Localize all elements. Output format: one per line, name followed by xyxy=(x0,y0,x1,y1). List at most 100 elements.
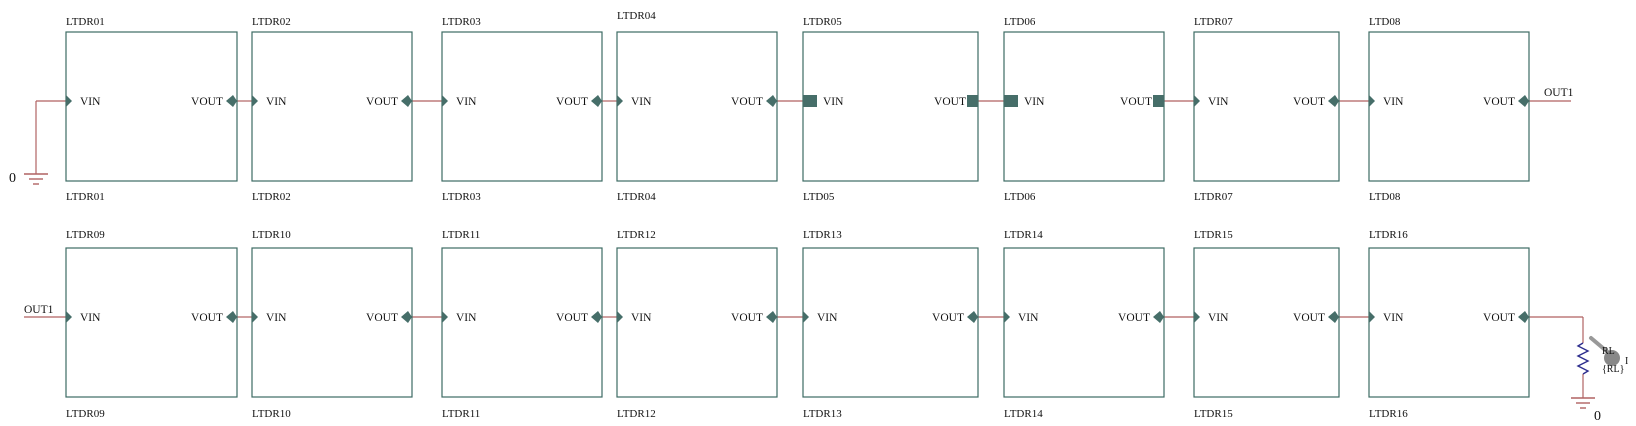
vout-label: VOUT xyxy=(934,96,966,108)
vout-pin-icon[interactable] xyxy=(766,95,777,107)
vout-pin-icon[interactable] xyxy=(591,95,602,107)
vout-pin-icon[interactable] xyxy=(967,95,978,107)
vout-pin-icon[interactable] xyxy=(226,311,237,323)
vin-pin-icon[interactable] xyxy=(1194,311,1200,323)
vin-pin-icon[interactable] xyxy=(617,311,623,323)
vout-pin-icon[interactable] xyxy=(1328,311,1339,323)
block-label-top: LTDR14 xyxy=(1004,229,1043,241)
block-label-top: LTDR11 xyxy=(442,229,480,241)
vout-pin-icon[interactable] xyxy=(401,311,412,323)
vout-label: VOUT xyxy=(932,312,964,324)
net-label-out1-row2: OUT1 xyxy=(24,304,54,316)
block-label-bottom: LTDR16 xyxy=(1369,408,1408,420)
block-label-bottom: LTDR01 xyxy=(66,191,105,203)
block-label-bottom: LTDR13 xyxy=(803,408,842,420)
vout-label: VOUT xyxy=(1120,96,1152,108)
vin-pin-icon[interactable] xyxy=(442,95,448,107)
block-label-top: LTDR09 xyxy=(66,229,105,241)
block-label-bottom: LTDR12 xyxy=(617,408,656,420)
resistor-value: {RL} xyxy=(1602,364,1624,375)
vin-pin-icon[interactable] xyxy=(1004,95,1018,107)
vout-pin-icon[interactable] xyxy=(1153,311,1164,323)
block-label-top: LTDR01 xyxy=(66,16,105,28)
vin-pin-icon[interactable] xyxy=(66,311,72,323)
vout-pin-icon[interactable] xyxy=(401,95,412,107)
block-label-top: LTDR10 xyxy=(252,229,291,241)
block-label-top: LTD08 xyxy=(1369,16,1401,28)
block-label-bottom: LTDR11 xyxy=(442,408,480,420)
vin-pin-icon[interactable] xyxy=(1369,311,1375,323)
block-label-bottom: LTDR10 xyxy=(252,408,291,420)
vin-label: VIN xyxy=(80,96,101,108)
vout-label: VOUT xyxy=(366,96,398,108)
vin-pin-icon[interactable] xyxy=(1369,95,1375,107)
vout-pin-icon[interactable] xyxy=(1153,95,1164,107)
vin-label: VIN xyxy=(817,312,838,324)
block-label-bottom: LTDR09 xyxy=(66,408,105,420)
vout-pin-icon[interactable] xyxy=(967,311,978,323)
vout-pin-icon[interactable] xyxy=(1328,95,1339,107)
vout-pin-icon[interactable] xyxy=(1518,95,1529,107)
block-label-bottom: LTDR15 xyxy=(1194,408,1233,420)
block-label-top: LTDR05 xyxy=(803,16,842,28)
vout-label: VOUT xyxy=(556,96,588,108)
net-label-out1-row1: OUT1 xyxy=(1544,87,1574,99)
block-label-bottom: LTD08 xyxy=(1369,191,1401,203)
vin-label: VIN xyxy=(1383,96,1404,108)
vout-label: VOUT xyxy=(731,96,763,108)
vout-label: VOUT xyxy=(191,96,223,108)
vin-pin-icon[interactable] xyxy=(442,311,448,323)
ground-label-left: 0 xyxy=(9,171,16,186)
vin-label: VIN xyxy=(266,96,287,108)
block-label-top: LTDR16 xyxy=(1369,229,1408,241)
vin-pin-icon[interactable] xyxy=(252,95,258,107)
current-probe-icon xyxy=(1589,336,1620,366)
vout-pin-icon[interactable] xyxy=(766,311,777,323)
vin-label: VIN xyxy=(1024,96,1045,108)
vout-pin-icon[interactable] xyxy=(591,311,602,323)
vout-label: VOUT xyxy=(731,312,763,324)
vout-pin-icon[interactable] xyxy=(1518,311,1529,323)
block-label-bottom: LTDR02 xyxy=(252,191,291,203)
vin-label: VIN xyxy=(1208,312,1229,324)
block-label-top: LTDR12 xyxy=(617,229,656,241)
block-label-bottom: LTD05 xyxy=(803,191,835,203)
ground-symbol-left xyxy=(24,166,48,185)
vin-label: VIN xyxy=(80,312,101,324)
vin-label: VIN xyxy=(631,96,652,108)
vout-label: VOUT xyxy=(366,312,398,324)
load-resistor xyxy=(1576,342,1590,375)
block-label-top: LTD06 xyxy=(1004,16,1036,28)
block-label-bottom: LTD06 xyxy=(1004,191,1036,203)
vin-label: VIN xyxy=(1018,312,1039,324)
vin-pin-icon[interactable] xyxy=(252,311,258,323)
vin-label: VIN xyxy=(1383,312,1404,324)
vout-pin-icon[interactable] xyxy=(226,95,237,107)
vin-label: VIN xyxy=(456,96,477,108)
vin-pin-icon[interactable] xyxy=(617,95,623,107)
block-label-top: LTDR13 xyxy=(803,229,842,241)
block-label-top: LTDR15 xyxy=(1194,229,1233,241)
block-label-bottom: LTDR14 xyxy=(1004,408,1043,420)
block-label-bottom: LTDR07 xyxy=(1194,191,1233,203)
vin-pin-icon[interactable] xyxy=(803,311,809,323)
vin-pin-icon[interactable] xyxy=(1004,311,1010,323)
ground-label-right: 0 xyxy=(1594,409,1601,424)
vin-pin-icon[interactable] xyxy=(1194,95,1200,107)
resistor-name: RL xyxy=(1602,346,1615,357)
vout-label: VOUT xyxy=(1293,96,1325,108)
vout-label: VOUT xyxy=(191,312,223,324)
vin-label: VIN xyxy=(266,312,287,324)
vout-label: VOUT xyxy=(556,312,588,324)
vin-label: VIN xyxy=(456,312,477,324)
wires xyxy=(24,100,1584,392)
vout-label: VOUT xyxy=(1293,312,1325,324)
vin-pin-icon[interactable] xyxy=(66,95,72,107)
block-label-top: LTDR04 xyxy=(617,10,656,22)
vout-label: VOUT xyxy=(1483,96,1515,108)
block-label-top: LTDR02 xyxy=(252,16,291,28)
vin-pin-icon[interactable] xyxy=(803,95,817,107)
vin-label: VIN xyxy=(1208,96,1229,108)
